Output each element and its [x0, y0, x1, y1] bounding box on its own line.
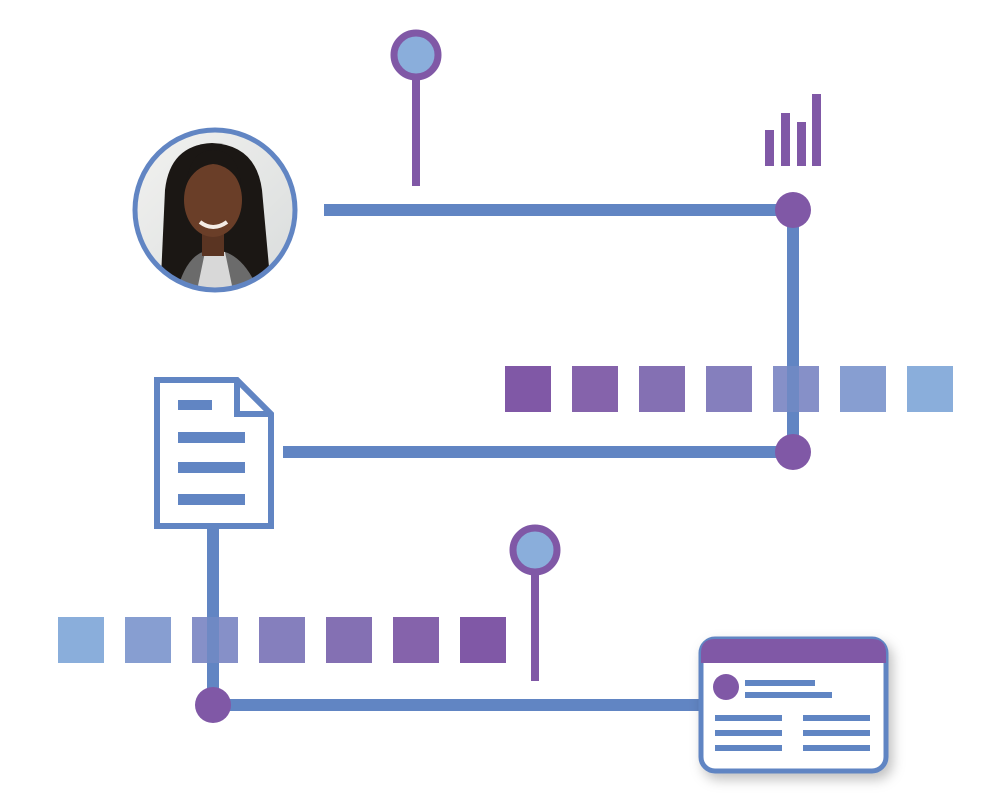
gradient-square: [572, 366, 618, 412]
square-row-top: [505, 366, 953, 412]
document-icon: [154, 377, 274, 529]
bar-chart-icon: [765, 94, 821, 166]
node-dot: [195, 687, 231, 723]
location-pin-top: [390, 29, 442, 186]
gradient-square: [840, 366, 886, 412]
node-dot: [775, 434, 811, 470]
square-row-bottom: [58, 617, 506, 663]
gradient-square: [58, 617, 104, 663]
gradient-square: [125, 617, 171, 663]
gradient-square: [326, 617, 372, 663]
gradient-square: [393, 617, 439, 663]
gradient-square: [706, 366, 752, 412]
gradient-square: [460, 617, 506, 663]
gradient-square: [639, 366, 685, 412]
location-pin-bottom: [509, 524, 561, 681]
gradient-square: [259, 617, 305, 663]
node-dot: [775, 192, 811, 228]
gradient-square: [907, 366, 953, 412]
gradient-square: [505, 366, 551, 412]
avatar: [132, 127, 298, 293]
profile-card-icon: [698, 636, 889, 774]
